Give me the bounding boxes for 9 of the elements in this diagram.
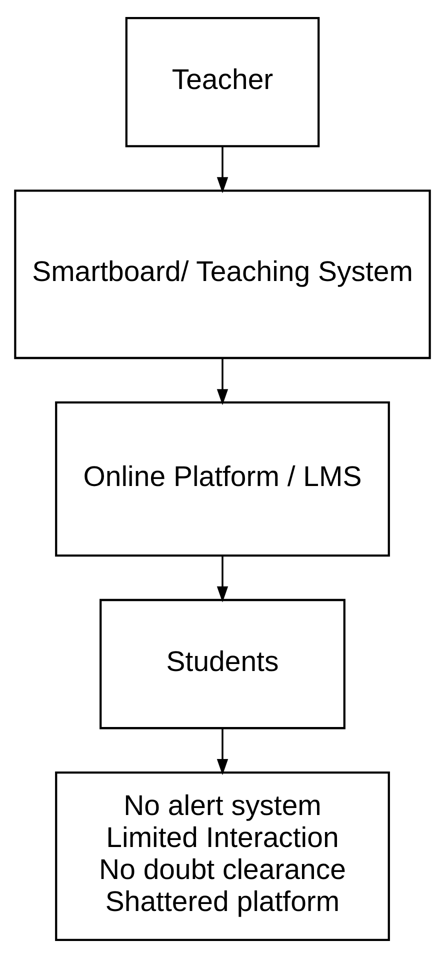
- node-box: Online Platform / LMS: [55, 401, 390, 557]
- arrow: [216, 556, 228, 602]
- node-box: Smartboard/ Teaching System: [14, 190, 431, 360]
- node-box: Students: [100, 598, 346, 730]
- node-box: No alert system Limited Interaction No doubt clearance Shattered platform: [55, 772, 390, 941]
- node-box: Teacher: [125, 17, 320, 148]
- arrow: [216, 728, 228, 776]
- arrow: [216, 146, 228, 194]
- arrow: [216, 358, 228, 406]
